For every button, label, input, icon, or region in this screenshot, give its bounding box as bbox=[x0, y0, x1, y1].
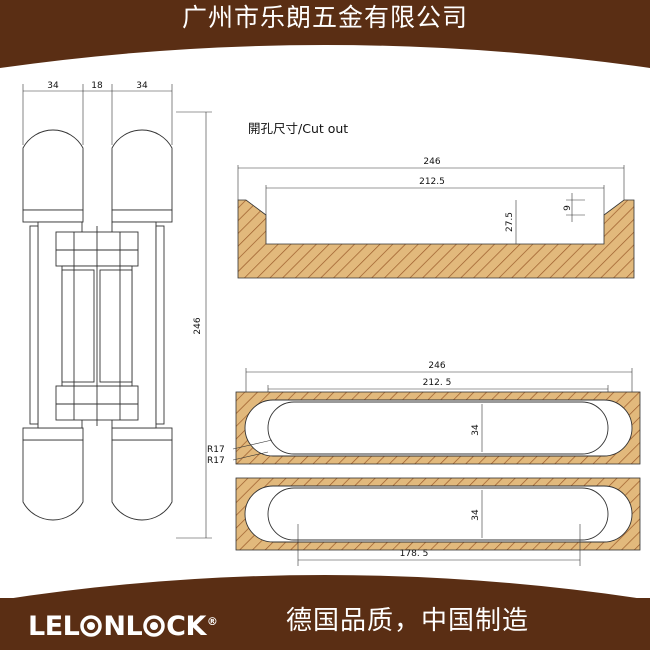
plan-inner: 212. 5 bbox=[423, 378, 452, 388]
section-view bbox=[237, 165, 635, 279]
plan-width-lower: 34 bbox=[471, 509, 481, 521]
side-view-dimensions bbox=[22, 84, 212, 539]
cutout-title: 開孔尺寸/Cut out bbox=[248, 121, 348, 136]
logo-ring-o bbox=[80, 615, 103, 637]
dim-width-left: 34 bbox=[47, 81, 59, 91]
plan-overall: 246 bbox=[428, 361, 445, 371]
radius-label-1: R17 bbox=[207, 445, 225, 455]
flange-bottom-right bbox=[111, 427, 173, 441]
company-name: 广州市乐朗五金有限公司 bbox=[181, 3, 468, 32]
dim-height: 246 bbox=[193, 317, 203, 334]
arm-left bbox=[61, 269, 95, 383]
hinge-body-outer-right bbox=[155, 225, 165, 425]
section-depth: 27.5 bbox=[505, 212, 515, 232]
hinge-leaf-top-right bbox=[111, 129, 173, 211]
plan-center-distance: 178. 5 bbox=[400, 549, 429, 559]
slogan: 德国品质，中国制造 bbox=[286, 606, 530, 636]
section-inner: 212.5 bbox=[419, 177, 445, 187]
flange-top-right bbox=[111, 209, 173, 223]
plan-view-lower bbox=[235, 477, 641, 566]
hinge-leaf-bottom-left bbox=[22, 439, 84, 521]
plan-width-upper: 34 bbox=[471, 424, 481, 436]
radius-label-2: R17 bbox=[207, 456, 225, 466]
slot-inner-lower bbox=[267, 487, 609, 541]
logo-ring-o bbox=[143, 615, 165, 637]
hinge-leaf-top-left bbox=[22, 129, 84, 211]
section-step: 9 bbox=[563, 205, 573, 211]
hinge-body-outer-left bbox=[29, 225, 39, 425]
arm-right bbox=[99, 269, 133, 383]
slot-inner-upper bbox=[267, 401, 609, 455]
plan-view-upper bbox=[235, 391, 641, 465]
dim-width-right: 34 bbox=[136, 81, 148, 91]
flange-bottom-left bbox=[22, 427, 84, 441]
section-overall: 246 bbox=[423, 157, 440, 167]
flange-top-left bbox=[22, 209, 84, 223]
hinge-leaf-bottom-right bbox=[111, 439, 173, 521]
footer-band bbox=[0, 598, 650, 650]
hinge-front-view bbox=[22, 129, 173, 521]
dim-width-gap: 18 bbox=[91, 81, 103, 91]
